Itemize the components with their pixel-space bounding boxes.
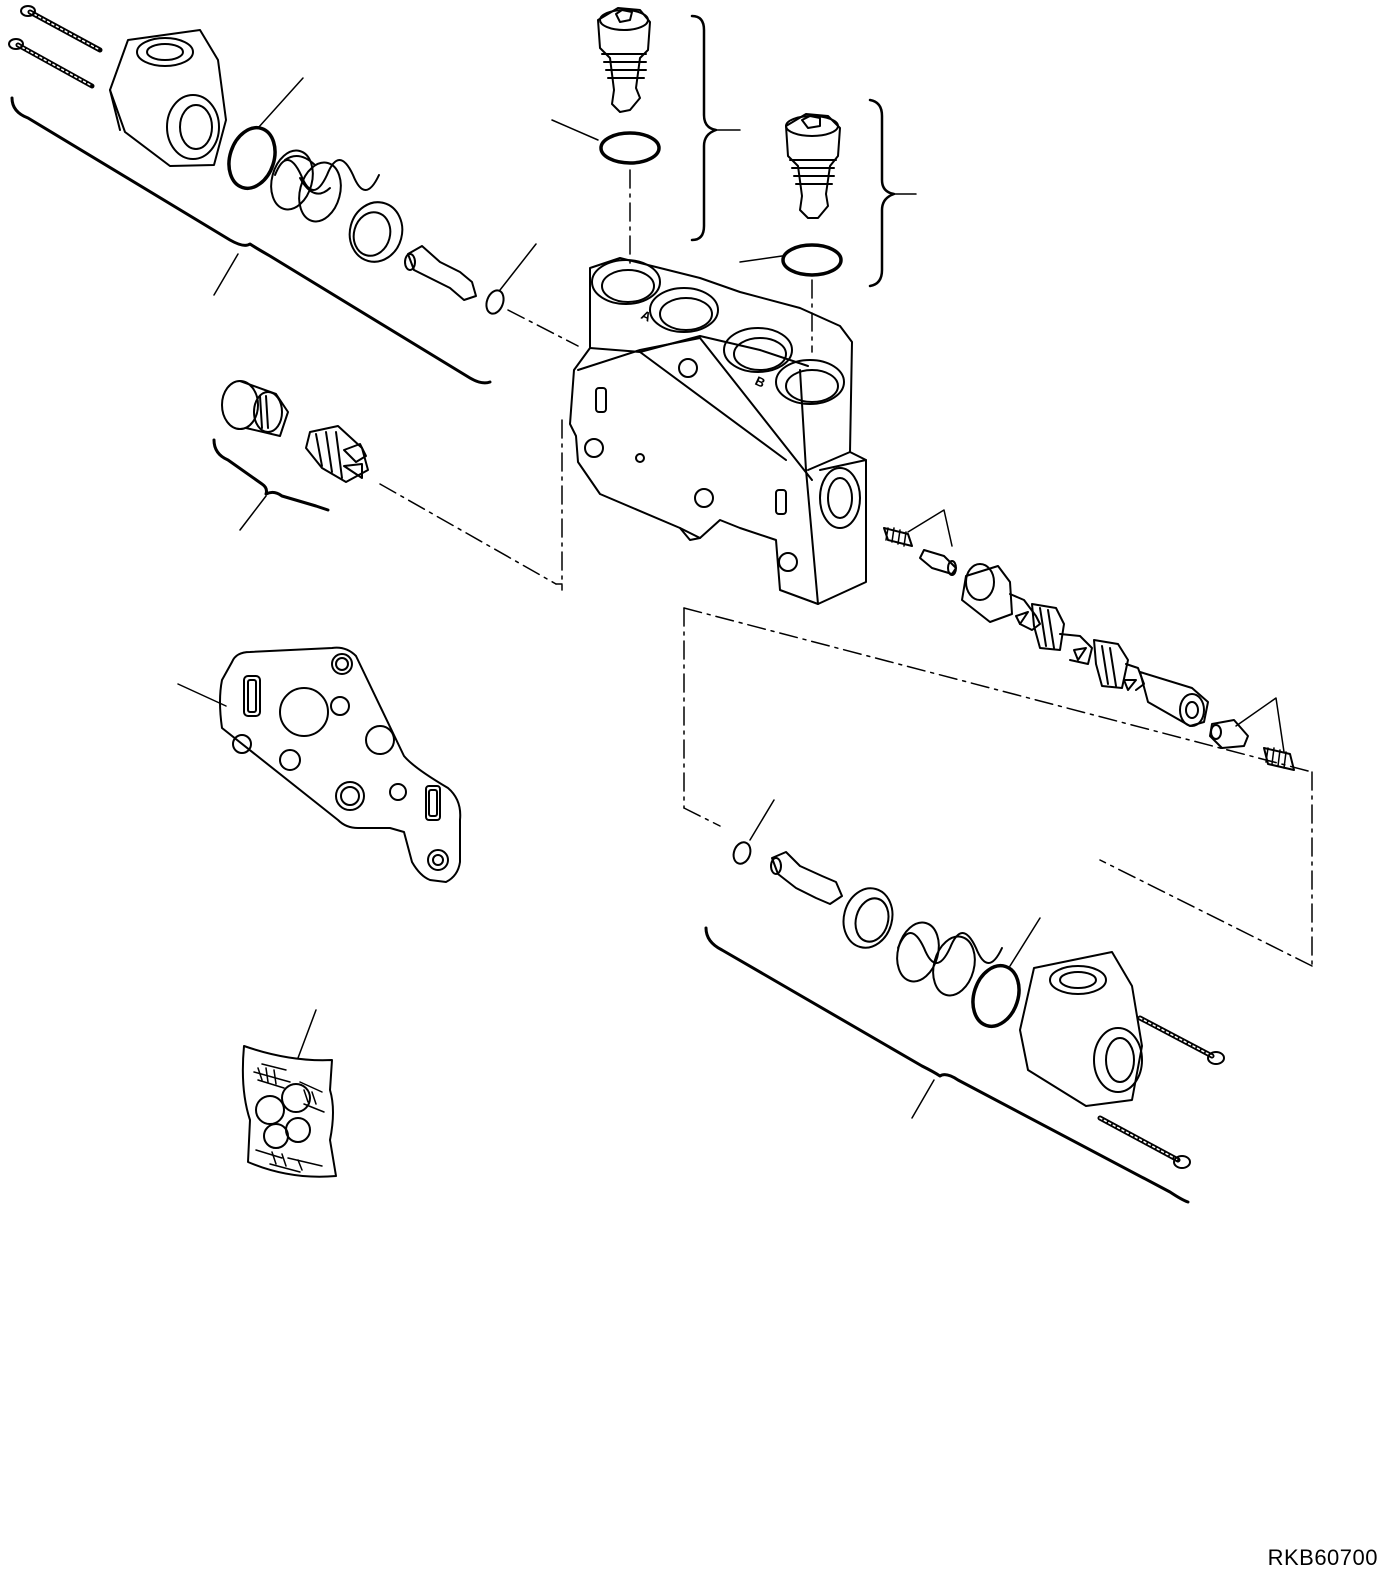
leader-line bbox=[178, 684, 226, 706]
cap-screw-top-left-2 bbox=[9, 39, 92, 86]
relief-valve-port-b bbox=[786, 114, 840, 218]
o-ring-top-left bbox=[221, 122, 282, 195]
leader-line bbox=[214, 254, 238, 295]
spring-bottom-right bbox=[891, 918, 1002, 1000]
bracket-relief-valve-a bbox=[692, 16, 716, 240]
cap-screw-top-left-1 bbox=[21, 6, 100, 50]
retainer-small-right-1 bbox=[920, 550, 956, 575]
port-label-b: B bbox=[753, 373, 768, 391]
leader-line bbox=[1010, 918, 1040, 966]
cap-screw-bottom-right-1 bbox=[1140, 1018, 1224, 1064]
o-ring-relief-valve-a bbox=[601, 133, 659, 163]
backup-ring-bottom-right bbox=[731, 840, 754, 866]
centerlines bbox=[380, 170, 1312, 966]
gasket-plate bbox=[220, 648, 460, 882]
check-valve-left bbox=[306, 426, 368, 482]
retainer-small-right-2 bbox=[1210, 720, 1248, 748]
bracket-top-left-assembly bbox=[12, 98, 490, 383]
valve-section-body bbox=[570, 258, 866, 604]
end-cap-housing-top-left bbox=[110, 30, 226, 166]
bracket-bottom-right-assembly bbox=[706, 928, 1188, 1202]
seal-kit-bag bbox=[243, 1046, 336, 1177]
cap-screw-bottom-right-2 bbox=[1100, 1118, 1190, 1168]
plug-left bbox=[222, 381, 288, 436]
backup-ring-top-left bbox=[483, 288, 506, 316]
relief-valve-port-a bbox=[598, 8, 650, 112]
spring-small-right-2 bbox=[1264, 748, 1294, 770]
spool bbox=[962, 564, 1208, 726]
o-ring-bottom-right bbox=[965, 960, 1026, 1033]
leader-line bbox=[552, 120, 598, 140]
leader-line bbox=[1236, 698, 1284, 752]
leader-line bbox=[908, 510, 952, 546]
spring-seat-bottom-right bbox=[837, 883, 899, 953]
leader-line bbox=[258, 78, 303, 128]
leader-line bbox=[912, 1080, 934, 1118]
end-cap-housing-bottom-right bbox=[1020, 952, 1142, 1106]
poppet-stem-bottom-right bbox=[771, 852, 842, 904]
leader-line bbox=[500, 244, 536, 290]
spring-small-right-1 bbox=[884, 528, 912, 546]
bracket-relief-valve-b bbox=[870, 100, 894, 286]
leader-line bbox=[740, 256, 782, 262]
poppet-stem-top-left bbox=[405, 246, 476, 300]
leader-line bbox=[750, 800, 774, 840]
spring-seat-top-left bbox=[343, 196, 409, 267]
spring-top-left bbox=[265, 146, 379, 226]
o-ring-relief-valve-b bbox=[783, 245, 841, 275]
drawing-code: RKB60700 bbox=[1267, 1545, 1378, 1570]
leader-line bbox=[298, 1010, 316, 1058]
leader-line bbox=[240, 496, 266, 530]
bracket-plug-left bbox=[214, 440, 328, 510]
